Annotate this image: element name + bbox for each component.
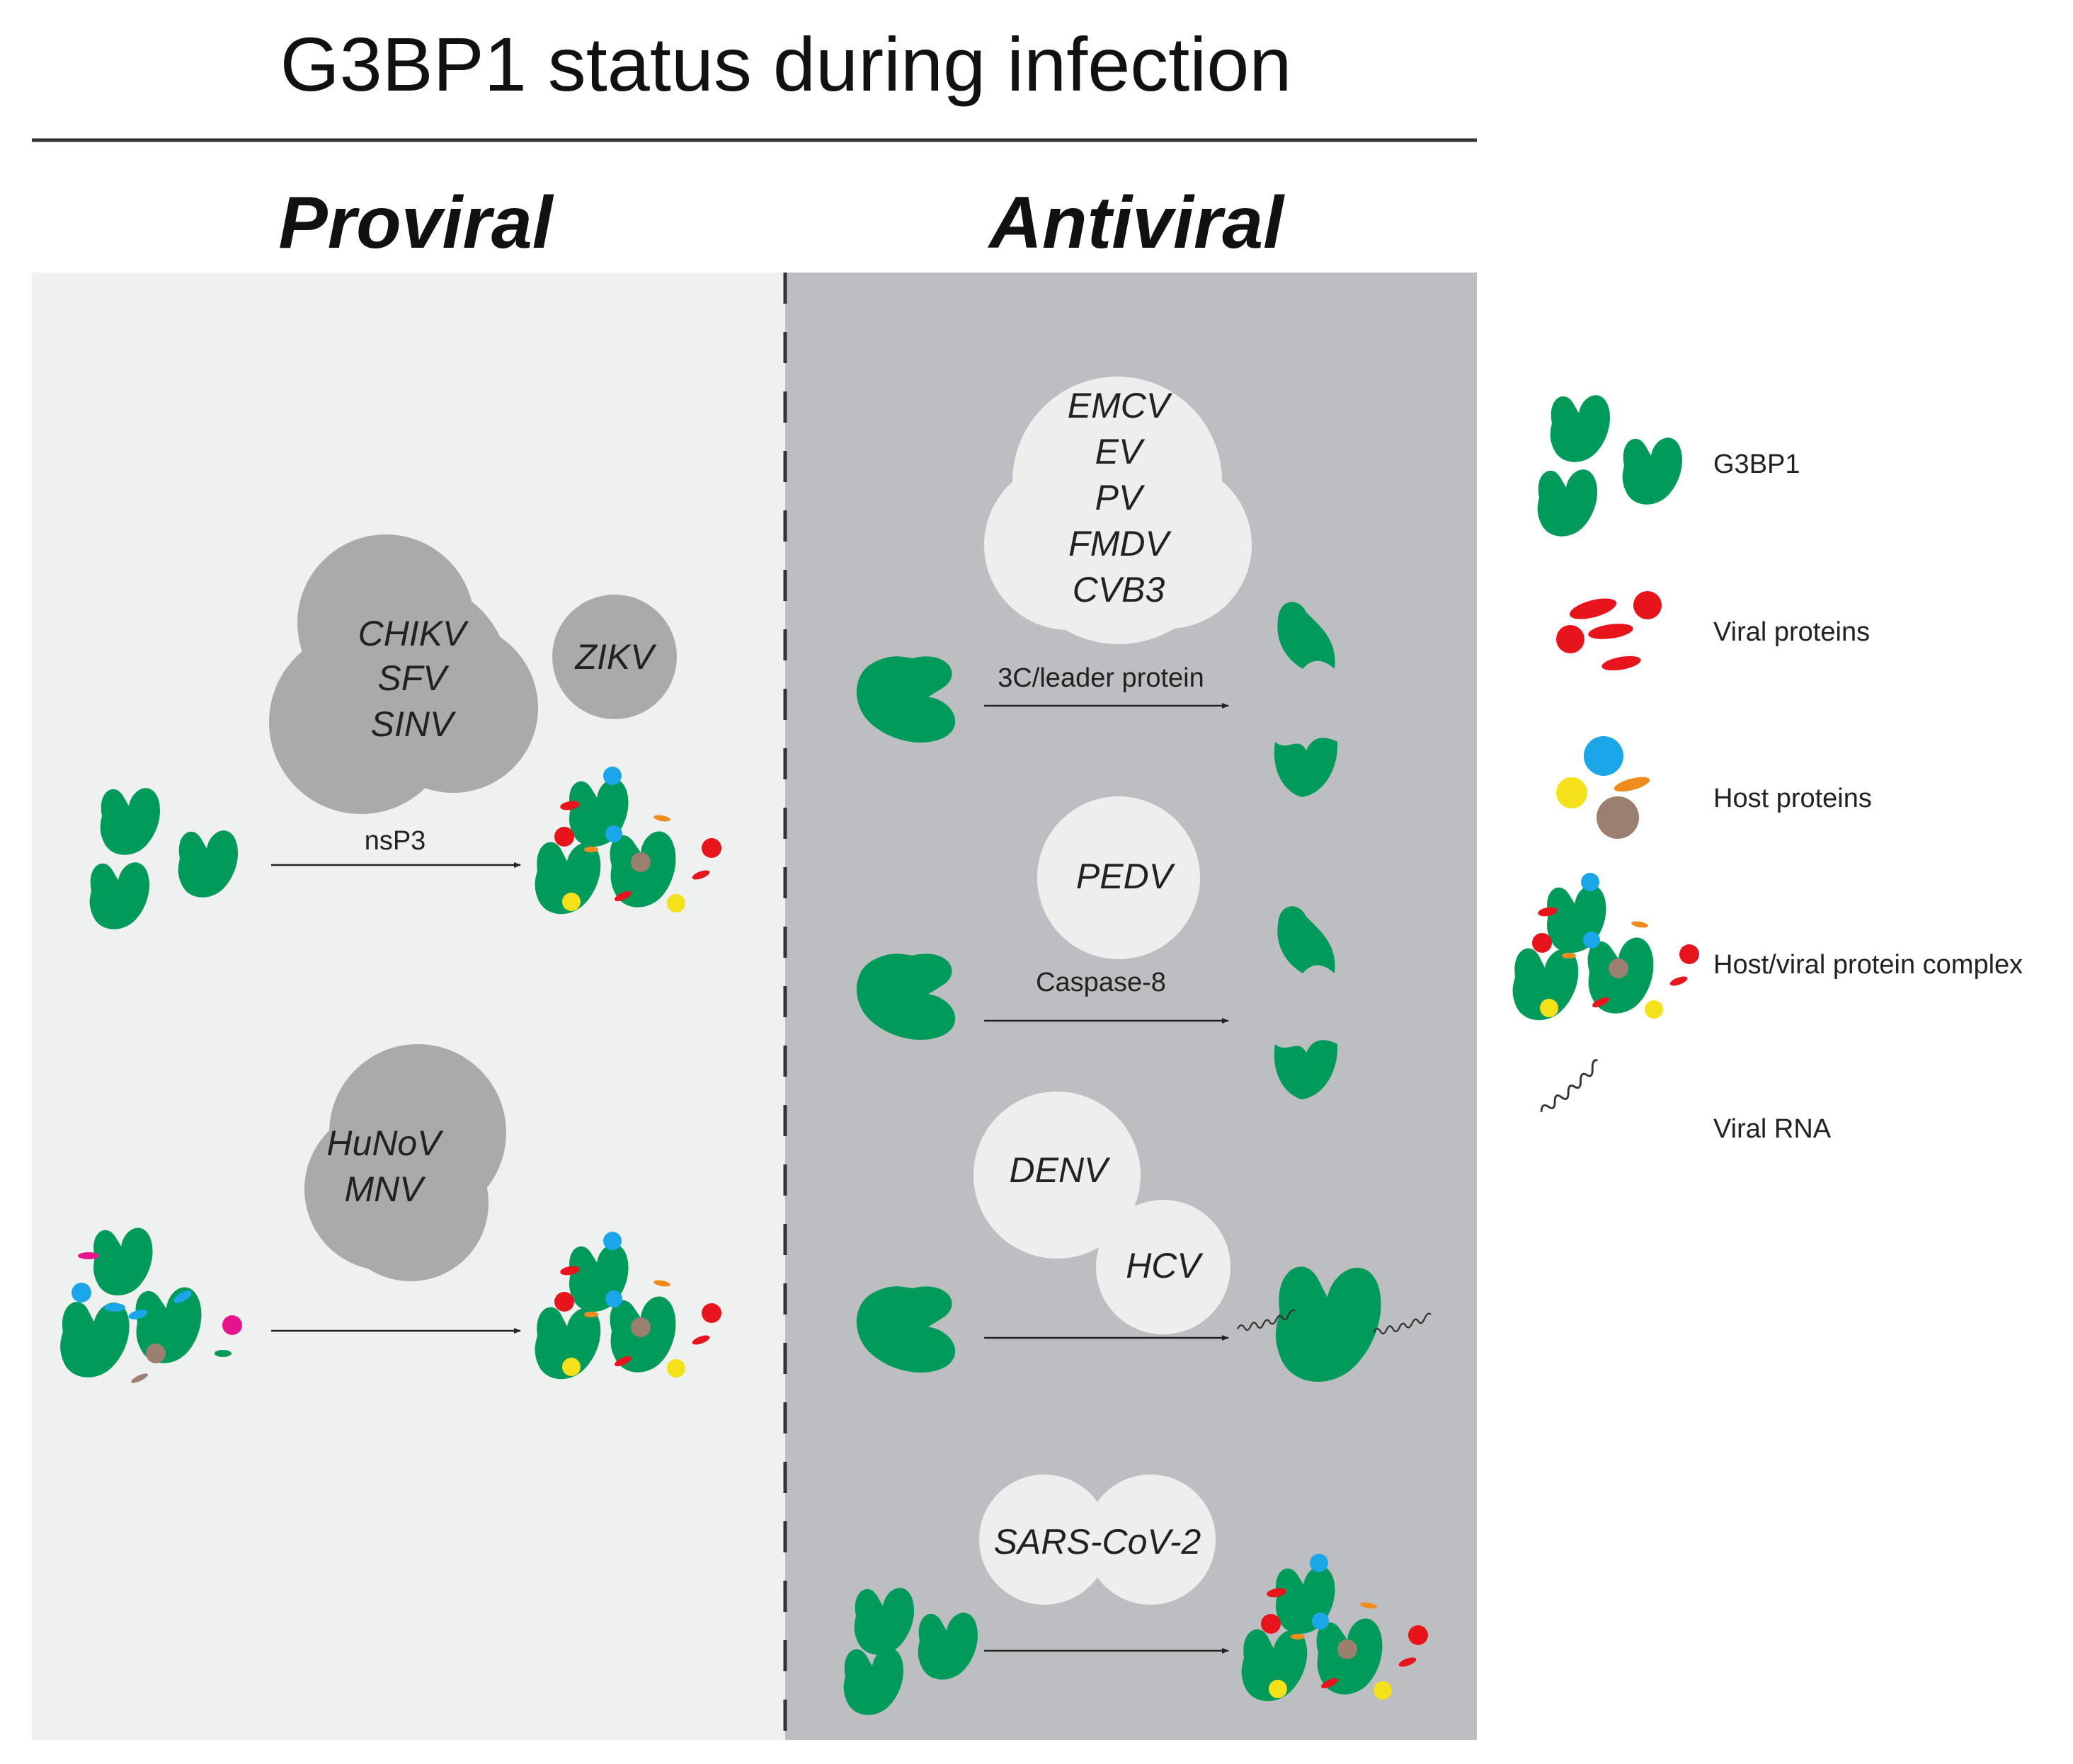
virus-label-sfv: SFV — [377, 658, 450, 698]
legend-label-viral-rna: Viral RNA — [1713, 1114, 1832, 1144]
antiviral-virus-cloud-4 — [979, 1474, 1216, 1605]
virus-label-fmdv: FMDV — [1068, 524, 1172, 563]
legend-label-g3bp1: G3BP1 — [1713, 449, 1800, 479]
antiviral-virus-cloud-3 — [973, 1092, 1230, 1334]
arrow-label-3c-leader: 3C/leader protein — [998, 663, 1204, 693]
virus-label-sars-cov-2: SARS-CoV-2 — [994, 1522, 1201, 1562]
zikv-cloud — [552, 595, 677, 719]
legend-complex-icon — [1509, 873, 1699, 1022]
virus-label-mnv: MNV — [344, 1169, 426, 1209]
antiviral-heading: Antiviral — [987, 182, 1285, 264]
legend-viral-proteins-icon — [1556, 591, 1662, 671]
legend-host-proteins-icon — [1556, 736, 1650, 839]
legend-label-complex: Host/viral protein complex — [1713, 950, 2023, 980]
proviral-panel — [32, 273, 785, 1740]
virus-label-pedv: PEDV — [1076, 857, 1176, 896]
legend-label-host-proteins: Host proteins — [1713, 784, 1872, 813]
virus-label-chikv: CHIKV — [358, 614, 469, 653]
virus-label-hcv: HCV — [1126, 1246, 1204, 1285]
proviral-heading: Proviral — [278, 182, 554, 264]
virus-label-sinv: SINV — [371, 704, 457, 744]
arrow-label-caspase-8: Caspase-8 — [1036, 968, 1166, 997]
figure-title: G3BP1 status during infection — [280, 21, 1292, 107]
virus-label-emcv: EMCV — [1068, 386, 1173, 425]
legend-g3bp1-icon — [1532, 390, 1689, 540]
antiviral-virus-cloud-2 — [1037, 796, 1200, 959]
arrow-label-nsp3: nsP3 — [365, 826, 426, 856]
virus-label-pv: PV — [1095, 478, 1146, 517]
virus-label-hunov: HuNoV — [326, 1123, 444, 1163]
antiviral-virus-cloud-1 — [984, 377, 1252, 644]
legend-label-viral-proteins: Viral proteins — [1713, 617, 1870, 647]
proviral-virus-cloud-1 — [269, 534, 538, 814]
virus-label-cvb3: CVB3 — [1073, 570, 1165, 609]
legend-viral-rna-icon — [1530, 1058, 1609, 1114]
virus-label-denv: DENV — [1010, 1150, 1112, 1190]
proviral-virus-cloud-2 — [304, 1044, 506, 1281]
virus-label-zikv: ZIKV — [574, 637, 657, 677]
virus-label-ev: EV — [1095, 432, 1146, 471]
